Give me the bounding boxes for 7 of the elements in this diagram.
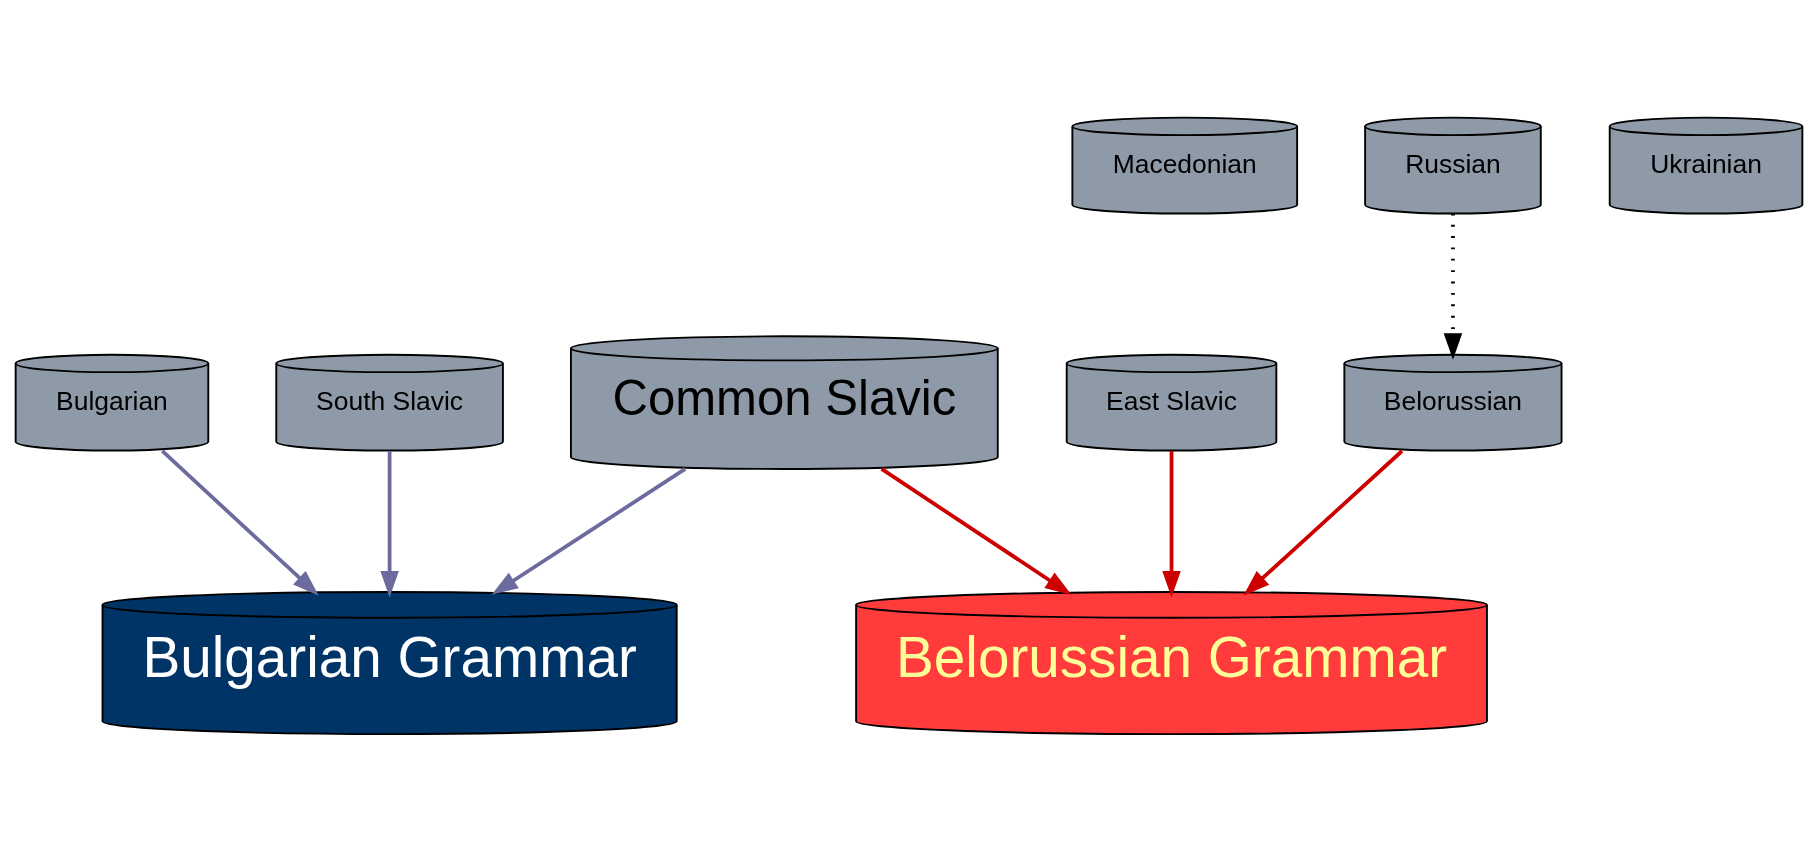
arrow: [160, 449, 319, 596]
arrow: [380, 451, 399, 598]
arrow: [1243, 449, 1404, 596]
arrow: [880, 467, 1072, 595]
arrow: [1443, 213, 1463, 360]
arrow: [491, 467, 687, 595]
arrow: [1162, 451, 1181, 598]
